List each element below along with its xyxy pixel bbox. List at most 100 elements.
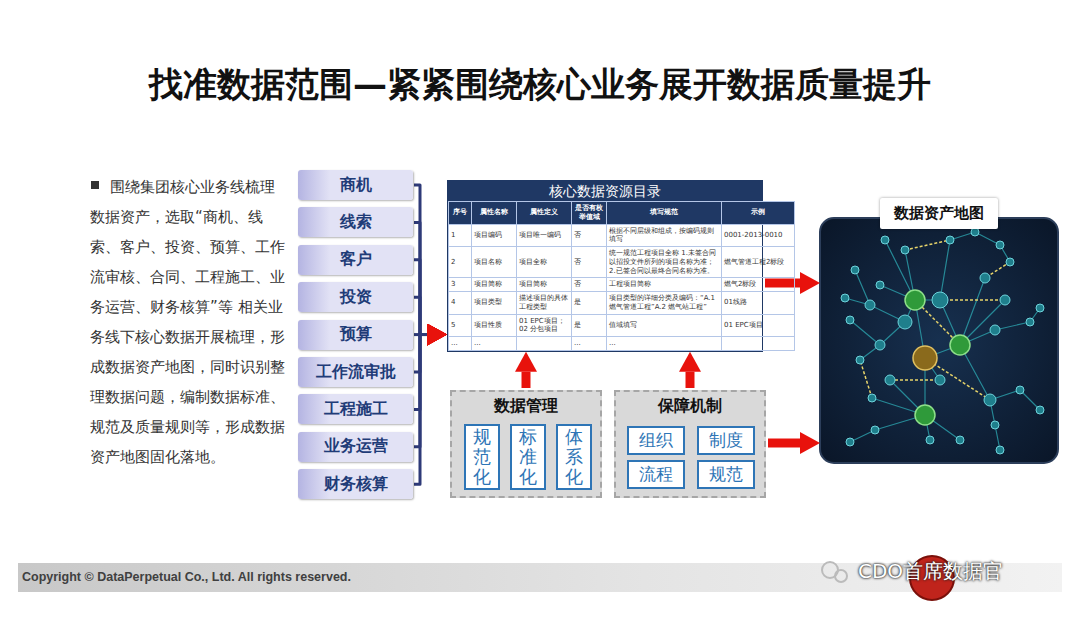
cell-text: 属性名称 <box>480 208 508 216</box>
table-cell: 01 EPC项目 <box>722 314 795 337</box>
cell-text: 根据不同层级和组成，按编码规则填写 <box>609 227 714 244</box>
table-cell: 项目类型 <box>472 292 517 315</box>
cell-text: 5 <box>451 321 455 329</box>
cell-text: ... <box>474 339 481 347</box>
table-cell: 项目简称 <box>472 278 517 292</box>
table-cell: 项目类型的详细分类及编码：“A.1 燃气管道工程”A.2 燃气站工程” <box>607 292 722 315</box>
node-label: 财务核算 <box>324 474 388 495</box>
node-label: 规范 <box>709 463 743 486</box>
cell-text: 项目编码 <box>474 231 502 239</box>
method-box: 规范化 <box>464 424 500 490</box>
cell-text: 是 <box>574 321 581 329</box>
node-label: 流程 <box>639 463 673 486</box>
table-cell: 值域填写 <box>607 314 722 337</box>
catalog-table: 核心数据资源目录序号属性名称属性定义是否有枚举值域填写规范示例1项目编码项目唯一… <box>447 180 763 352</box>
node-label: 线索 <box>340 212 372 233</box>
cell-text: ... <box>574 339 581 347</box>
node-label: 核心数据资源目录 <box>448 181 762 201</box>
table-cell: 4 <box>449 292 472 315</box>
table-cell: 是 <box>572 292 607 315</box>
cell-text: 是 <box>574 298 581 306</box>
business-line-box: 商机 <box>298 170 413 200</box>
node-label: 预算 <box>340 324 372 345</box>
mechanism-box: 制度 <box>697 426 755 455</box>
business-line-box: 客户 <box>298 245 413 275</box>
asset-map-panel: 数据资产地图 <box>820 218 1058 463</box>
cell-text: 项目类型 <box>474 298 502 306</box>
cell-text: 项目简称 <box>519 280 547 288</box>
node-label: 规范化 <box>473 427 491 486</box>
table-cell: 项目性质 <box>472 314 517 337</box>
node-label: 保障机制 <box>616 396 764 417</box>
connector-arrow <box>414 260 427 335</box>
connector-arrow <box>768 439 800 448</box>
cell-text: 项目全称 <box>519 258 547 266</box>
business-line-box: 业务运营 <box>298 432 413 462</box>
table-cell: 项目名称 <box>472 247 517 278</box>
node-label: 商机 <box>340 175 372 196</box>
group-box: 保障机制组织 制度流程 规范 <box>614 390 766 498</box>
cell-text: 否 <box>574 231 581 239</box>
cell-text: 01线路 <box>724 298 747 306</box>
mechanism-box: 流程 <box>627 460 685 489</box>
table-cell: 1 <box>449 224 472 247</box>
node-label: 制度 <box>709 429 743 452</box>
cell-text: 序号 <box>453 208 467 216</box>
description-text: 围绕集团核心业务线梳理数据资产，选取“商机、线索、客户、投资、预算、工作流审核、… <box>90 172 288 472</box>
table-cell: 描述项目的具体工程类型 <box>517 292 572 315</box>
table-cell: 示例 <box>722 202 795 225</box>
cell-text: 01 EPC项目；02 分包项目 <box>519 317 565 334</box>
copyright-note: Copyright © DataPerpetual Co., Ltd. All … <box>22 570 351 584</box>
cell-text: 2 <box>451 258 455 266</box>
connector-arrow <box>414 297 427 334</box>
table-cell: 2 <box>449 247 472 278</box>
business-line-box: 投资 <box>298 282 413 312</box>
table-cell: 项目唯一编码 <box>517 224 572 247</box>
table-cell: 是否有枚举值域 <box>572 202 607 225</box>
node-label: 数据管理 <box>452 396 600 417</box>
bullet-square <box>91 181 99 189</box>
table-cell: 燃气2标段 <box>722 278 795 292</box>
table-cell: 是 <box>572 314 607 337</box>
node-label: 数据资产地图 <box>880 198 998 229</box>
table-cell: 项目全称 <box>517 247 572 278</box>
table-cell: 否 <box>572 224 607 247</box>
connector-arrow <box>414 185 427 335</box>
node-label: 投资 <box>340 287 372 308</box>
cell-text: 0001-2013-0010 <box>724 231 783 239</box>
business-line-box: 财务核算 <box>298 469 413 499</box>
table-cell: 否 <box>572 278 607 292</box>
connector-arrow <box>522 372 531 388</box>
table-cell: 根据不同层级和组成，按编码规则填写 <box>607 224 722 247</box>
cell-text: 值域填写 <box>609 321 637 329</box>
catalog-grid: 序号属性名称属性定义是否有枚举值域填写规范示例1项目编码项目唯一编码否根据不同层… <box>448 201 795 351</box>
table-cell: 01 EPC项目；02 分包项目 <box>517 314 572 337</box>
business-line-box: 预算 <box>298 320 413 350</box>
table-cell: 项目编码 <box>472 224 517 247</box>
cell-text: 否 <box>574 280 581 288</box>
map-panel <box>820 218 1058 463</box>
table-cell: ... <box>607 337 722 351</box>
node-label: 组织 <box>639 429 673 452</box>
cell-text: 属性定义 <box>530 208 558 216</box>
cell-text: ... <box>609 339 616 347</box>
node-label: 工作流审批 <box>316 362 396 383</box>
table-cell <box>517 337 572 351</box>
cell-text: 4 <box>451 298 455 306</box>
node-label: 标准化 <box>519 427 537 486</box>
cell-text: 描述项目的具体工程类型 <box>519 294 568 311</box>
table-cell: 工程项目简称 <box>607 278 722 292</box>
cell-text: 项目类型的详细分类及编码：“A.1 燃气管道工程”A.2 燃气站工程” <box>609 294 715 311</box>
asset-graph <box>841 228 1044 454</box>
connector-arrow <box>765 279 800 288</box>
table-cell: ... <box>572 337 607 351</box>
cell-text: 否 <box>574 258 581 266</box>
business-line-box: 工作流审批 <box>298 357 413 387</box>
node-label: 工程施工 <box>324 399 388 420</box>
table-cell: 3 <box>449 278 472 292</box>
table-cell: 属性定义 <box>517 202 572 225</box>
table-cell: 01线路 <box>722 292 795 315</box>
table-cell: 序号 <box>449 202 472 225</box>
node-label: 客户 <box>340 249 372 270</box>
table-cell: 0001-2013-0010 <box>722 224 795 247</box>
